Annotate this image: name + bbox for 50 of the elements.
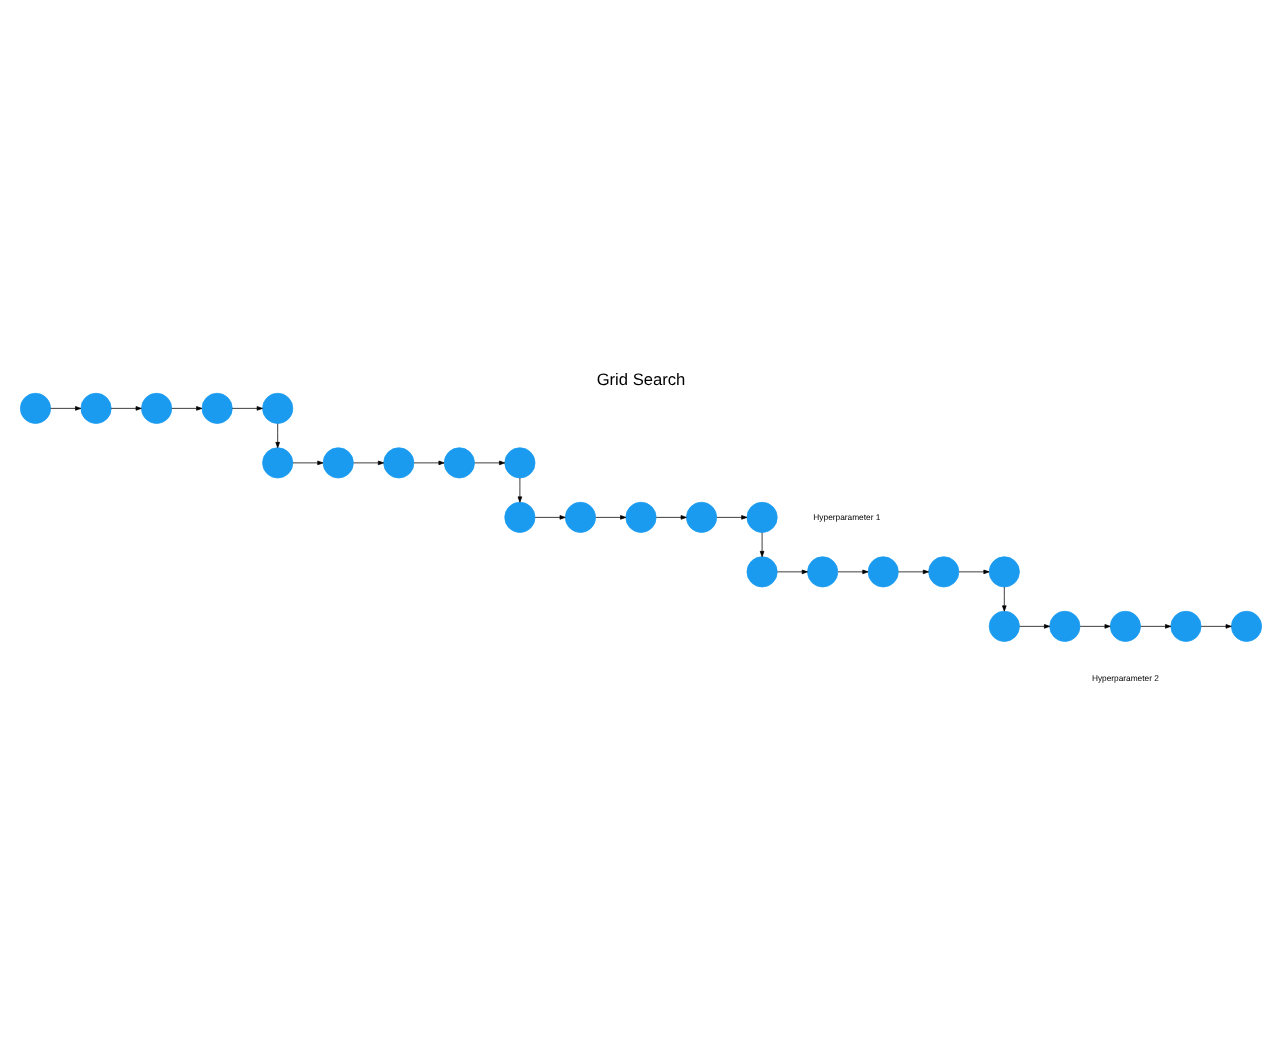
diagram-title: Grid Search xyxy=(596,368,686,389)
arrow xyxy=(837,568,869,574)
arrow xyxy=(1140,623,1172,628)
arrow xyxy=(353,459,384,465)
arrow xyxy=(534,514,566,519)
arrow xyxy=(1079,623,1111,628)
node-circle xyxy=(201,391,233,423)
arrow xyxy=(595,514,627,519)
node-circle xyxy=(625,500,657,532)
node-circle xyxy=(20,391,51,423)
node-circle xyxy=(746,555,778,587)
arrow xyxy=(474,459,506,465)
arrow xyxy=(656,514,687,519)
node-circle xyxy=(807,555,839,587)
node-circle xyxy=(988,609,1020,641)
arrow xyxy=(958,568,990,574)
arrow xyxy=(1019,623,1051,628)
arrow xyxy=(1002,585,1007,611)
node-circle xyxy=(928,555,960,587)
arrow xyxy=(50,405,82,410)
arrow xyxy=(777,568,808,574)
node-circle xyxy=(262,391,294,423)
node-circle xyxy=(141,391,173,423)
node-circle xyxy=(1109,609,1141,641)
node-circle xyxy=(867,555,899,587)
arrow xyxy=(292,459,324,465)
node-circle xyxy=(1170,609,1202,641)
arrow xyxy=(231,405,263,410)
node-circle xyxy=(564,500,596,532)
arrow xyxy=(110,405,142,410)
arrow xyxy=(171,405,203,410)
node-circle xyxy=(686,500,718,532)
arrow xyxy=(1200,623,1232,628)
node-circle xyxy=(80,391,112,423)
node-circle xyxy=(504,446,536,478)
node-circle xyxy=(746,500,778,532)
node-circle xyxy=(322,446,354,478)
node-circle xyxy=(262,446,294,478)
node-circle xyxy=(1049,609,1081,641)
arrow xyxy=(517,476,523,502)
node-circle xyxy=(504,500,536,532)
arrow xyxy=(759,531,765,557)
node-circle xyxy=(443,446,475,478)
node-circle xyxy=(988,555,1020,587)
arrow xyxy=(898,568,929,574)
node-circle xyxy=(1231,609,1263,641)
arrow xyxy=(275,422,280,448)
arrow xyxy=(413,459,445,465)
node-circle xyxy=(383,446,415,478)
arrow xyxy=(716,514,748,519)
